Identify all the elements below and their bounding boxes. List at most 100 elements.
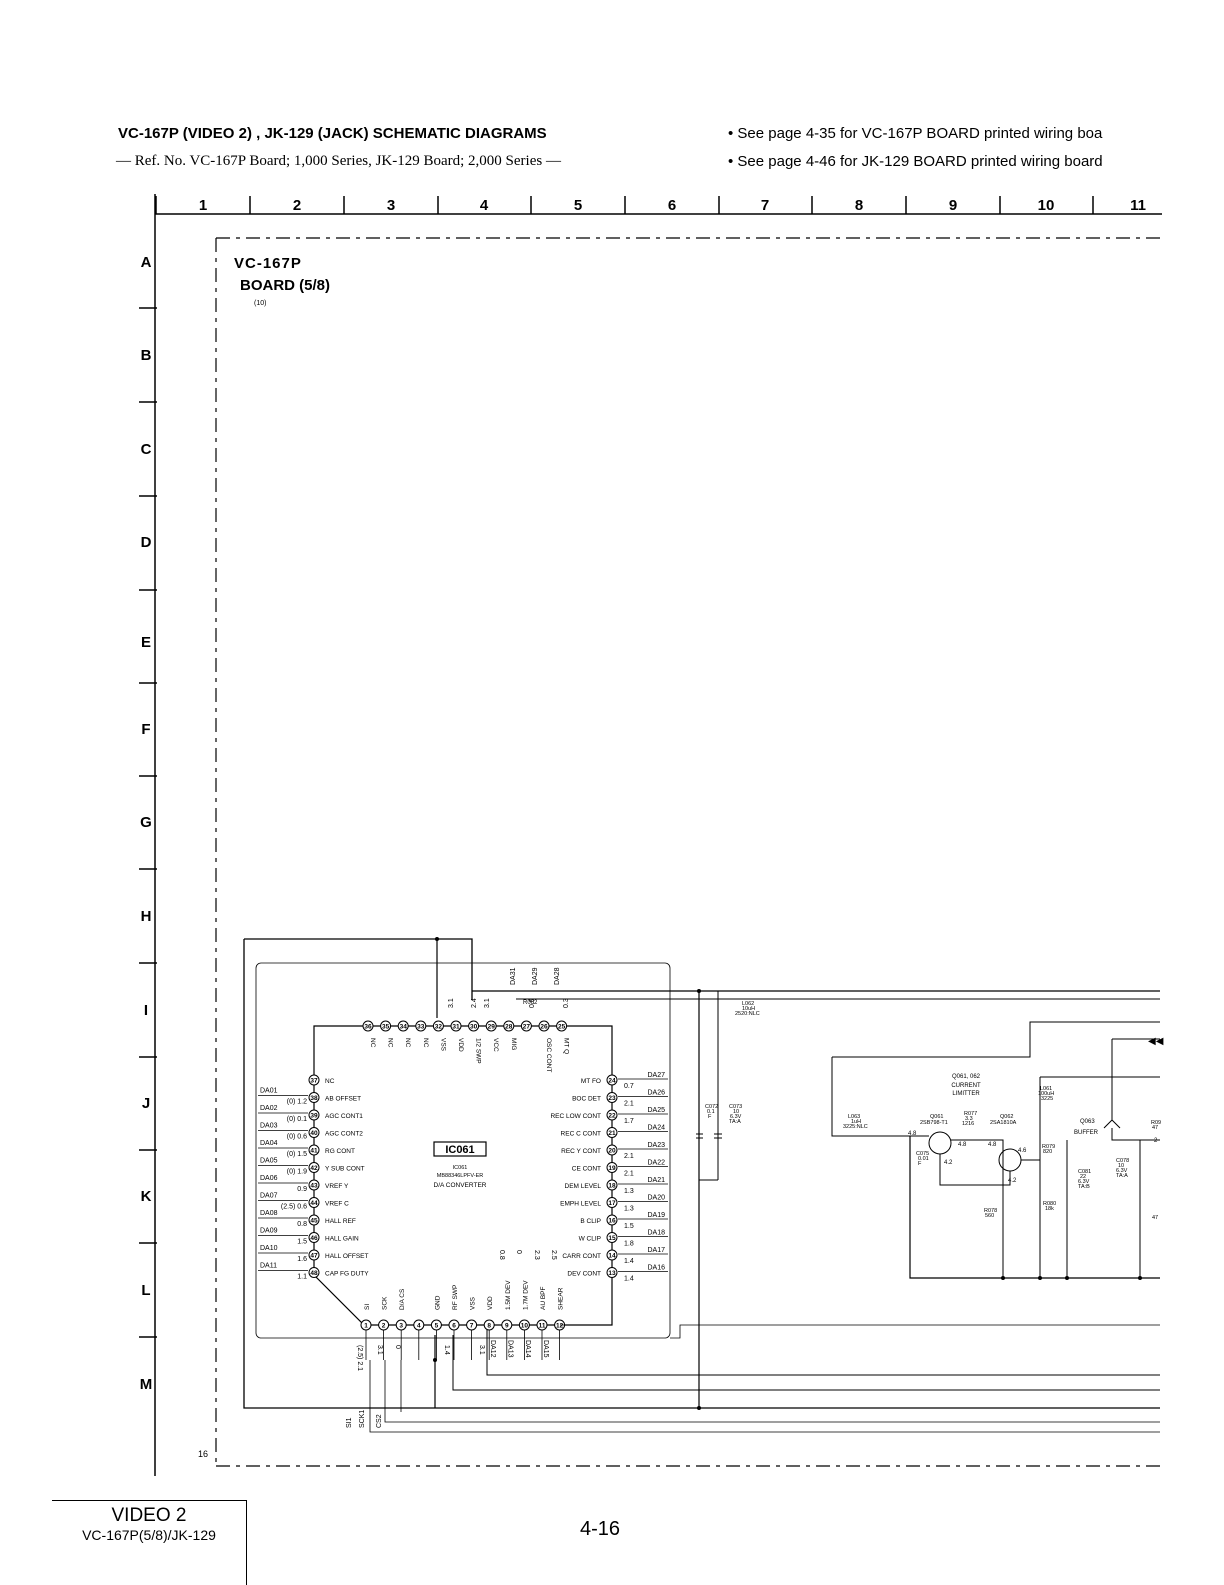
pin-name-bottom: D/A CS (399, 1288, 406, 1310)
pin-voltage-bottom: 2.5 (550, 1250, 557, 1260)
net-label-right: DA21 (647, 1177, 665, 1184)
pin-circle (606, 1127, 618, 1138)
pin-number: 9 (505, 1323, 509, 1330)
resistor-value: 560 (985, 1213, 994, 1219)
pin-number: 4 (417, 1323, 421, 1330)
pin-circle (606, 1092, 618, 1103)
pin-name-bottom: GND (434, 1295, 441, 1310)
vdd-wire-b (486, 1330, 1160, 1376)
pin-number: 5 (435, 1323, 439, 1330)
pin-circle (606, 1074, 618, 1086)
pin-number: 7 (470, 1323, 474, 1330)
board-part: BOARD (5/8) (240, 277, 330, 294)
column-label: 6 (668, 197, 676, 214)
pin-circle (308, 1179, 320, 1191)
pin-circle (450, 1020, 462, 1032)
row-label: D (141, 534, 152, 551)
column-label: 9 (949, 197, 957, 214)
pin-number: 29 (488, 1024, 496, 1031)
pin-name-left: HALL REF (325, 1218, 356, 1225)
column-label: 8 (855, 197, 863, 214)
board-name: VC-167P (234, 255, 302, 272)
pin-voltage-bottom: 3.1 (478, 1345, 485, 1355)
inductor-value: 10uH (742, 1006, 755, 1012)
footer-box (52, 1500, 247, 1585)
pwb-note-jk129: • See page 4-46 for JK-129 BOARD printed… (728, 153, 1103, 170)
capacitor-value: 0.01 (918, 1156, 929, 1162)
bus-sck (384, 1360, 1160, 1423)
pin-number: 35 (382, 1024, 390, 1031)
pin-name-top: MIG (510, 1038, 517, 1050)
pin-number: 38 (310, 1095, 318, 1102)
node-voltage: 4.8 (988, 1142, 997, 1148)
column-label: 7 (761, 197, 769, 214)
pin-name-bottom: SI (364, 1304, 371, 1310)
page-title: VC-167P (VIDEO 2) , JK-129 (JACK) SCHEMA… (118, 125, 547, 142)
pin-voltage-right: 2.1 (624, 1101, 634, 1108)
pin-voltage-right: 0.7 (624, 1083, 634, 1090)
net-label-right: DA18 (647, 1230, 665, 1237)
inductor-ref: L063 (848, 1114, 860, 1120)
pin-voltage-bottom: 0 (394, 1345, 401, 1349)
column-label: 3 (387, 197, 395, 214)
pin-number: 40 (310, 1130, 318, 1137)
net-label-left: DA10 (260, 1245, 278, 1252)
bus-label: CS2 (376, 1414, 383, 1428)
transistor-group-desc: LIMITTER (952, 1091, 980, 1097)
pwb-note-vc167p: • See page 4-35 for VC-167P BOARD printe… (728, 125, 1103, 142)
pin-voltage-right: 1.4 (624, 1258, 634, 1265)
pin-voltage-top: 0.3 (563, 998, 570, 1008)
row-label: M (140, 1376, 153, 1393)
row-label: G (140, 814, 152, 831)
row-label: J (142, 1095, 150, 1112)
pin-name-top: NC (369, 1038, 376, 1048)
node-voltage-cut: 2 (1154, 1138, 1158, 1144)
transistor-part: 2SB798-T1 (920, 1120, 948, 1126)
capacitor-note: F (918, 1161, 922, 1167)
junction-dot (433, 1358, 437, 1362)
row-label: C (141, 441, 152, 458)
pin-voltage-bottom: 2.3 (533, 1250, 540, 1260)
node-voltage: 4.6 (1018, 1148, 1027, 1154)
pin-name-right: BOC DET (572, 1096, 601, 1103)
pin-circle (606, 1214, 618, 1226)
ic-function: D/A CONVERTER (434, 1182, 487, 1189)
capacitor-ref: C078 (1116, 1158, 1129, 1164)
net-label-top: DA29 (532, 967, 539, 985)
pin-number: 44 (310, 1200, 318, 1207)
outer-wire-a (243, 939, 1160, 1409)
capacitor-value: 10 (1118, 1163, 1124, 1169)
pin-number: 21 (608, 1130, 616, 1137)
node-voltage: 4.8 (908, 1131, 917, 1137)
pin-name-left: VREF Y (325, 1183, 349, 1190)
ic-label-small: IC061 (453, 1165, 468, 1171)
pin-name-right: DEV CONT (567, 1271, 601, 1278)
pin-number: 26 (540, 1024, 548, 1031)
resistor-part: 1216 (962, 1121, 974, 1127)
pin-voltage-right: 2.1 (624, 1171, 634, 1178)
pin-name-bottom: 1.5M DEV (505, 1280, 512, 1310)
pin-number: 22 (608, 1113, 616, 1120)
net-label-bottom: DA14 (524, 1340, 531, 1358)
column-label: 4 (480, 197, 489, 214)
pin-number: 12 (556, 1323, 564, 1330)
pin-circle (606, 1179, 618, 1191)
net-label-bottom: DA15 (542, 1340, 549, 1358)
ic-ref-box (433, 1141, 487, 1157)
pin-number: 11 (539, 1323, 546, 1330)
net-label-bottom: DA13 (507, 1340, 514, 1358)
capacitor-ref: C081 (1078, 1169, 1091, 1175)
pin-name-top: NC (422, 1038, 429, 1048)
net-label-left: DA09 (260, 1228, 278, 1235)
pin-name-right: REC C CONT (561, 1131, 601, 1138)
pin-number: 1 (364, 1323, 368, 1330)
pin-number: 17 (608, 1200, 616, 1207)
pin-circle (538, 1020, 550, 1032)
pin-voltage-right: 1.3 (624, 1206, 634, 1213)
pin-number: 20 (608, 1148, 616, 1155)
inductor-ref: L062 (742, 1001, 754, 1007)
pin-number: 47 (310, 1253, 318, 1260)
pin-circle (606, 1109, 618, 1121)
pin-name-left: Y SUB CONT (325, 1166, 365, 1173)
pin-name-right: REC LOW CONT (550, 1113, 601, 1120)
